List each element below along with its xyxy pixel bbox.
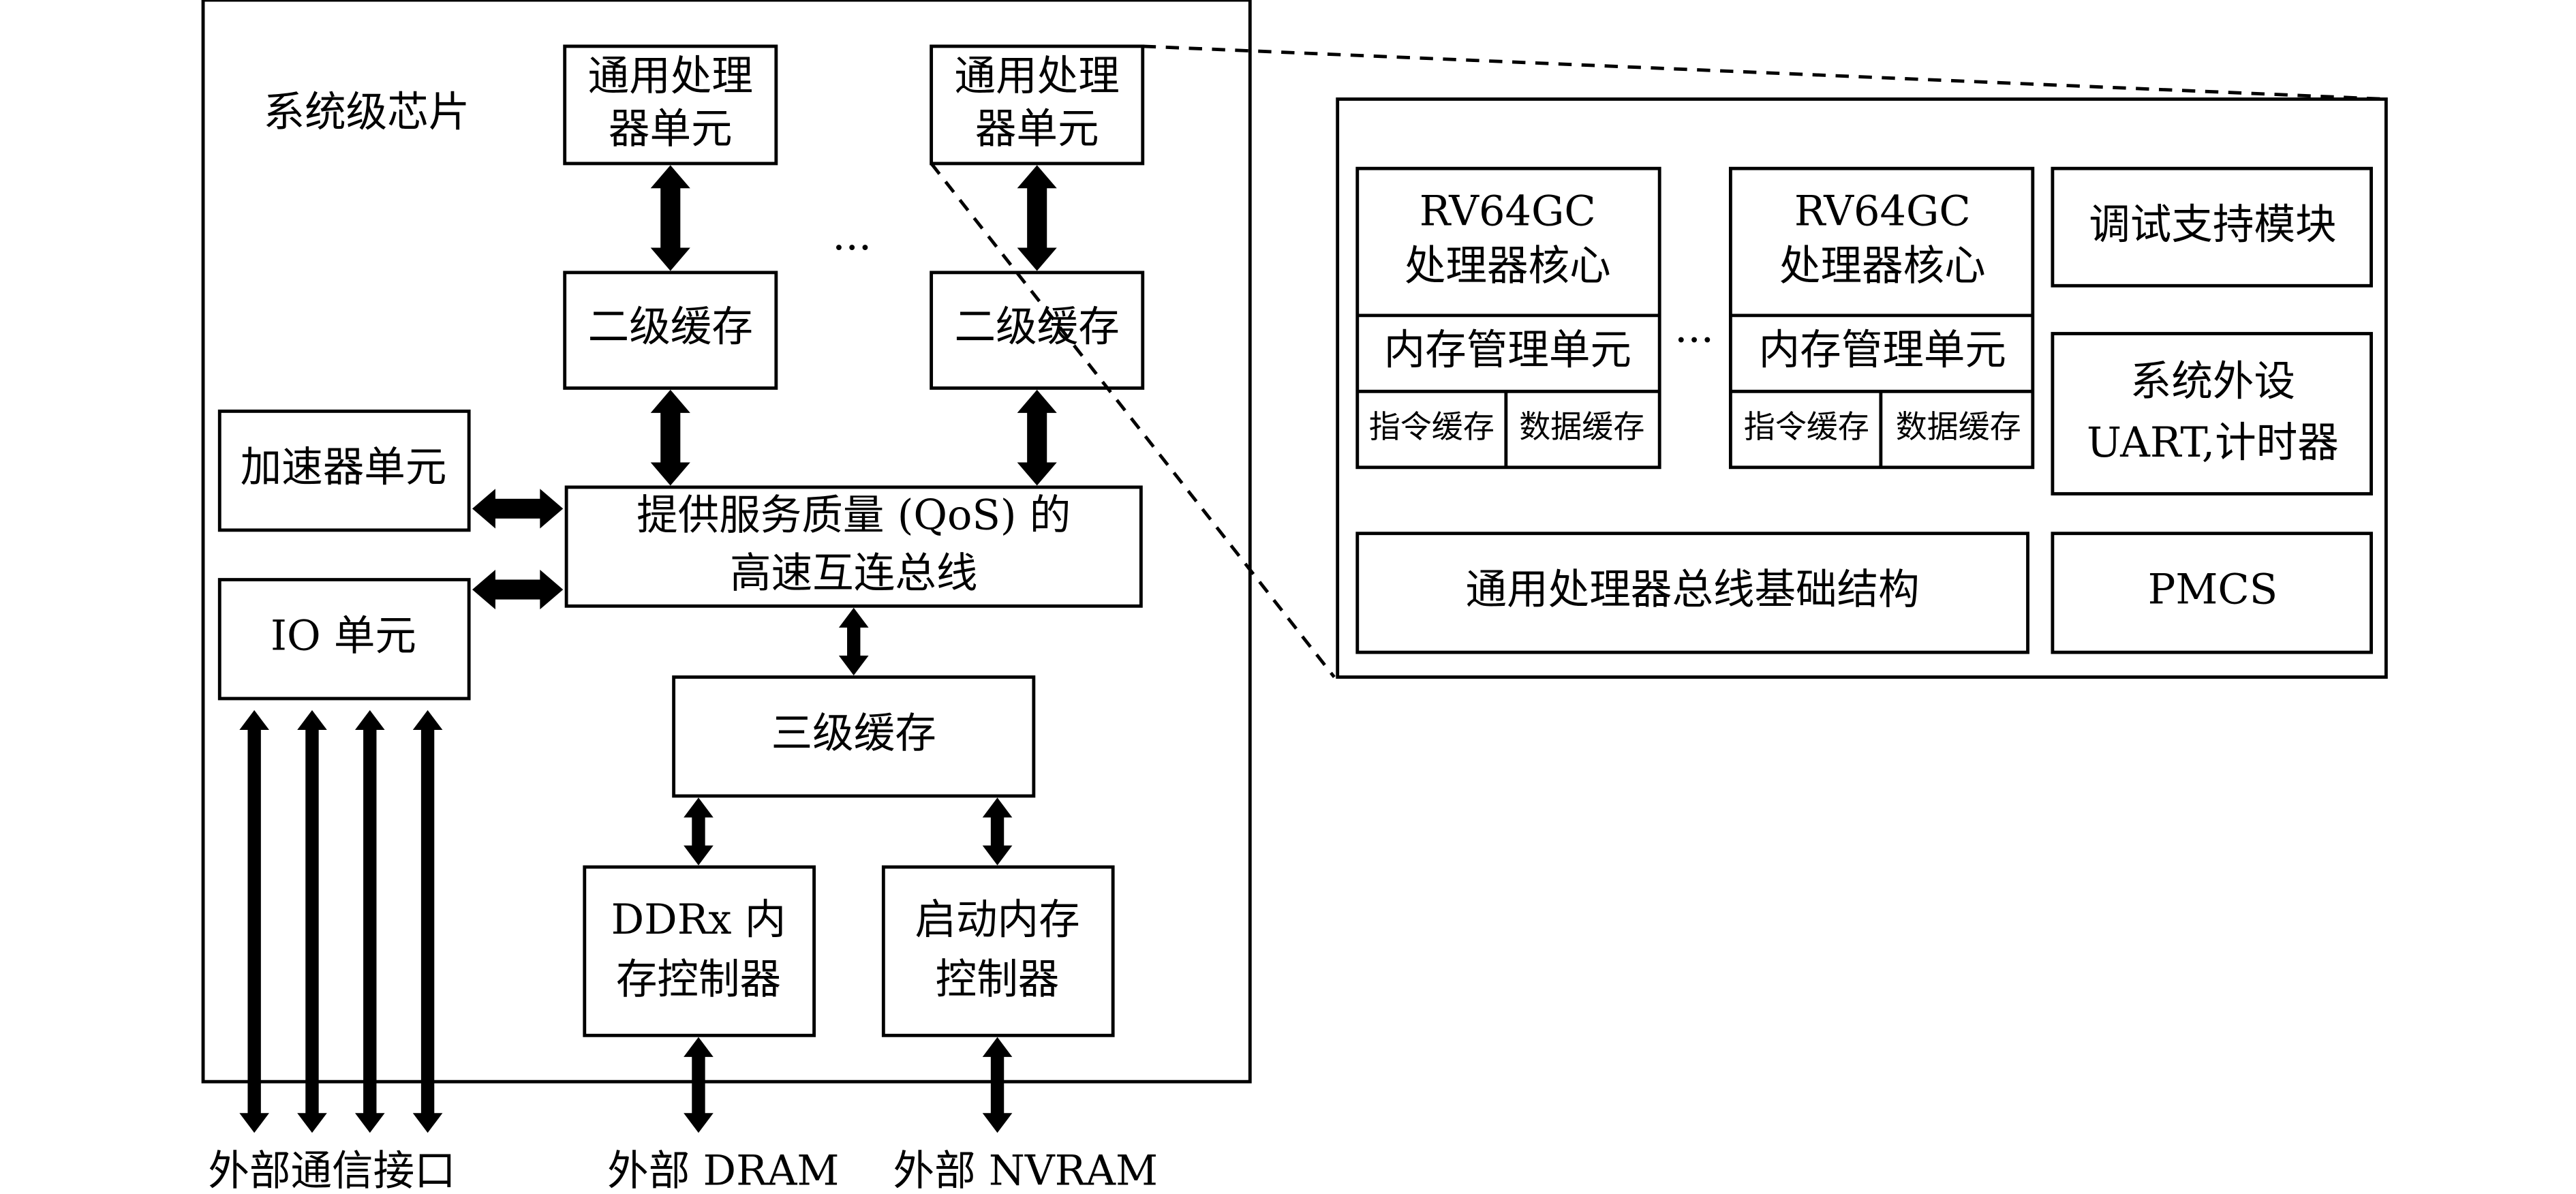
qos-interconnect-bus <box>564 485 1143 608</box>
bus-line1: 提供服务质量 (QoS) 的 <box>637 491 1071 539</box>
l3-cache-label: 三级缓存 <box>771 709 936 757</box>
arrow-io-ext-1 <box>239 709 269 1133</box>
arrows-layer <box>239 165 1057 1133</box>
l3-cache <box>672 675 1036 798</box>
core-1 <box>1355 166 1661 470</box>
boot-line2: 控制器 <box>936 955 1060 1003</box>
external-dram-label: 外部 DRAM <box>607 1147 839 1194</box>
arrow-io-ext-4 <box>412 709 443 1133</box>
peripherals-line2: UART,计时器 <box>2087 419 2339 467</box>
debug-label: 调试支持模块 <box>2089 201 2336 249</box>
core-2-icache: 指令缓存 <box>1744 408 1869 445</box>
zoom-line-top <box>1142 44 2387 101</box>
core-1-icache: 指令缓存 <box>1369 408 1494 445</box>
l2-cache-2 <box>930 271 1145 390</box>
arrow-io-ext-3 <box>354 709 385 1133</box>
bus-infra-label: 通用处理器总线基础结构 <box>1466 566 1920 614</box>
core-1-mmu: 内存管理单元 <box>1384 326 1631 374</box>
cpu-unit-1-line1: 通用处理 <box>588 52 753 100</box>
core-2-dcache: 数据缓存 <box>1896 408 2021 445</box>
arrow-accel-bus <box>472 489 564 529</box>
external-nvram-label: 外部 NVRAM <box>893 1147 1158 1194</box>
soc-title: 系统级芯片 <box>264 89 470 136</box>
cpu-unit-2-line1: 通用处理 <box>955 52 1120 100</box>
boot-line1: 启动内存 <box>915 896 1079 944</box>
core-1-dcache: 数据缓存 <box>1519 408 1644 445</box>
cpu-ellipsis: ··· <box>832 224 872 272</box>
arrow-ddr-dram <box>684 1037 714 1133</box>
io-unit-label: IO 单元 <box>271 612 416 660</box>
core-2-isa: RV64GC <box>1794 188 1971 236</box>
cpu-unit-1-line2: 器单元 <box>609 105 733 153</box>
arrow-l2-1-bus <box>650 389 690 486</box>
zoom-line-bottom <box>930 162 1336 679</box>
accelerator-unit <box>217 409 471 532</box>
arrow-io-ext-2 <box>297 709 327 1133</box>
arrow-l2-2-bus <box>1017 389 1057 486</box>
arrow-io-bus <box>472 570 564 610</box>
debug-support-module <box>2051 166 2373 288</box>
peripherals-line1: 系统外设 <box>2130 358 2295 405</box>
ddr-line1: DDRx 内 <box>611 896 786 944</box>
l2-cache-2-label: 二级缓存 <box>955 303 1120 351</box>
l2-cache-1 <box>563 271 778 390</box>
system-peripherals <box>2051 332 2373 495</box>
cpu-unit-1 <box>563 44 778 166</box>
core-1-label: 处理器核心 <box>1405 243 1611 290</box>
core-2-mmu: 内存管理单元 <box>1759 326 2006 374</box>
arrow-boot-nvram <box>982 1037 1013 1133</box>
l2-cache-1-label: 二级缓存 <box>588 303 753 351</box>
arrow-l3-ddr <box>684 797 714 866</box>
bus-line2: 高速互连总线 <box>730 549 977 597</box>
core-1-isa: RV64GC <box>1420 188 1596 236</box>
arrow-cpu1-l2 <box>650 165 690 271</box>
pmcs-label: PMCS <box>2148 566 2278 614</box>
external-comm-label: 外部通信接口 <box>208 1147 455 1194</box>
cpu-unit-2 <box>930 44 1145 166</box>
arrow-cpu2-l2 <box>1017 165 1057 271</box>
pmcs <box>2051 532 2373 654</box>
io-unit <box>217 578 471 701</box>
cpu-bus-infrastructure <box>1355 532 2029 654</box>
accelerator-label: 加速器单元 <box>241 444 447 491</box>
core-2-label: 处理器核心 <box>1779 243 1986 290</box>
cpu-unit-2-line2: 器单元 <box>975 105 1099 153</box>
ddr-controller <box>583 865 816 1037</box>
boot-memory-controller <box>881 865 1115 1037</box>
arrow-bus-l3 <box>838 607 869 676</box>
ddr-line2: 存控制器 <box>616 955 781 1003</box>
arrow-l3-boot <box>982 797 1013 866</box>
core-ellipsis: ··· <box>1674 317 1714 365</box>
